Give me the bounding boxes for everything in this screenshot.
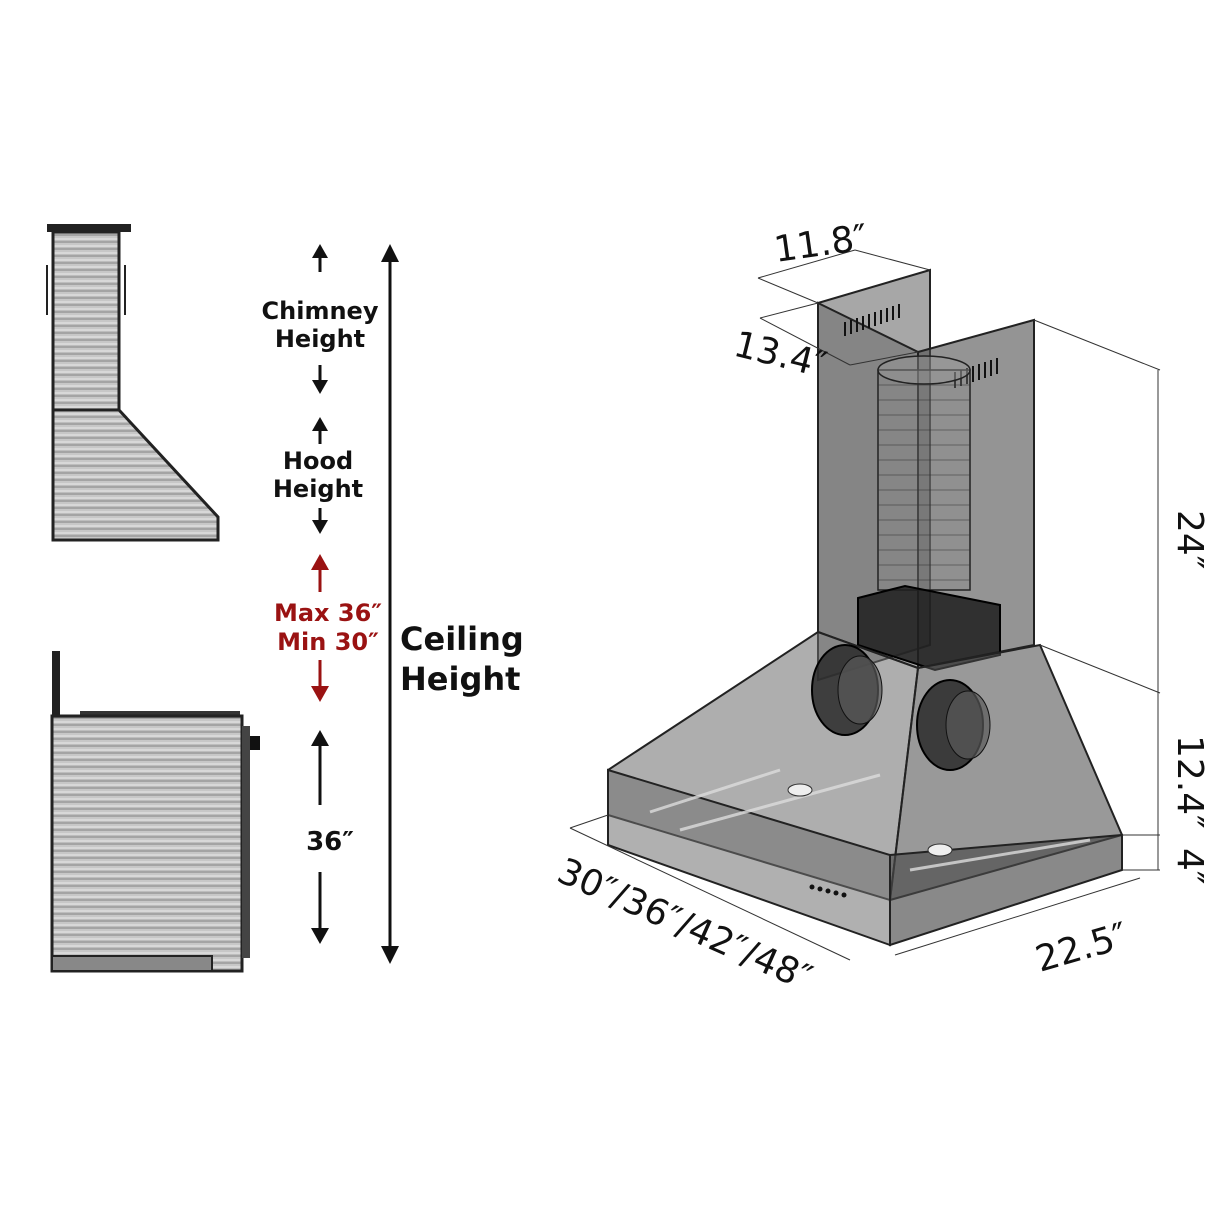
chimney-depth-label: 13.4″ xyxy=(730,324,831,386)
chimney-height-dimension: Chimney Height xyxy=(262,244,379,394)
chimney-height-value: 24″ xyxy=(1169,510,1210,569)
ceiling-height-label-line2: Height xyxy=(400,660,520,698)
blower-right xyxy=(916,679,991,771)
hood-height-dimension: Hood Height xyxy=(273,417,363,534)
chimney-vent-left xyxy=(844,304,900,336)
front-height-value: 4″ xyxy=(1169,848,1210,884)
light-left xyxy=(787,783,813,797)
control-button xyxy=(825,888,831,894)
isometric-hood: 11.8″ 13.4″ 24″ 12.4″ 4″ 30″/36″/42″/48″… xyxy=(551,217,1210,999)
hood-height-label-line1: Hood xyxy=(283,447,353,475)
clearance-min-label: Min 30″ xyxy=(277,628,379,656)
control-panel xyxy=(809,884,847,898)
clearance-dimension: Max 36″ Min 30″ xyxy=(274,554,382,702)
chimney-height-label-line1: Chimney xyxy=(262,297,379,325)
range-height-dimension: 36″ xyxy=(306,730,354,944)
dimension-lines xyxy=(569,249,1161,961)
chimney-width-label: 11.8″ xyxy=(772,217,870,271)
side-hood xyxy=(51,408,220,542)
side-range xyxy=(50,651,260,973)
ceiling-height-label-line1: Ceiling xyxy=(400,620,524,658)
side-chimney xyxy=(46,224,131,412)
range-height-label: 36″ xyxy=(306,827,354,857)
control-button xyxy=(833,890,839,896)
side-elevation: Chimney Height Hood Height Max 36″ Min 3… xyxy=(46,224,524,973)
clearance-max-label: Max 36″ xyxy=(274,599,382,627)
hood-height-label-line2: Height xyxy=(273,475,363,503)
control-button xyxy=(841,892,847,898)
control-button xyxy=(809,884,815,890)
depth-label: 22.5″ xyxy=(1031,915,1132,980)
baffle-filters xyxy=(649,768,1091,872)
hood-height-value: 12.4″ xyxy=(1169,735,1210,829)
chimney-side-face xyxy=(917,318,1035,670)
light-right xyxy=(927,843,953,857)
ceiling-height-dimension: Ceiling Height xyxy=(381,244,524,964)
control-button xyxy=(817,886,823,892)
blower-left xyxy=(811,644,883,736)
exhaust-duct xyxy=(877,355,971,591)
chimney-height-label-line2: Height xyxy=(275,325,365,353)
